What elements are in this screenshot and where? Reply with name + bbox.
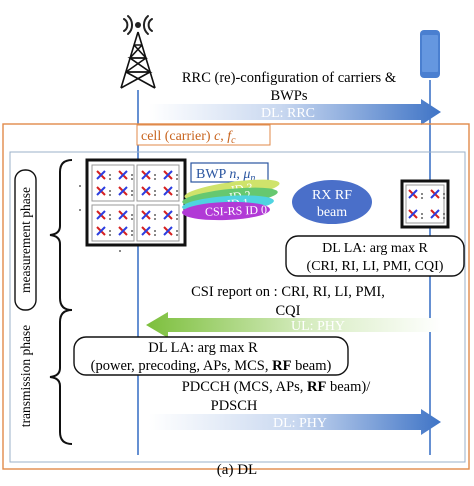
cell-carrier-frame [2, 123, 470, 470]
antenna-element [163, 226, 178, 236]
measurement-brace [49, 159, 73, 311]
antenna-element [141, 170, 156, 180]
cell-label: cell (carrier) c, fc [136, 124, 271, 146]
ue-antenna-element [408, 189, 423, 199]
bwp-label: BWP n, μn [190, 162, 269, 184]
rx-rf-beam-line1: RX RF [312, 188, 352, 203]
antenna-element [96, 210, 111, 220]
ue-antenna-element [430, 209, 445, 219]
dl-phy-arrow: DL: PHY [149, 409, 441, 435]
svg-text:(power, precoding, APs, MCS, R: (power, precoding, APs, MCS, RF beam) [91, 358, 332, 374]
measurement-phase-label: measurement phase [14, 169, 37, 311]
svg-text:PDCCH (MCS, APs, RF beam)/: PDCCH (MCS, APs, RF beam)/ [182, 379, 372, 395]
transmission-phase-label: transmission phase [18, 325, 33, 427]
dl-la-transmission-box: DL LA: arg max R (power, precoding, APs,… [73, 336, 349, 376]
cell-label-f-sub: c [231, 135, 236, 146]
dl-la-1-line2: (CRI, RI, LI, PMI, CQI) [307, 259, 444, 274]
transmission-brace [49, 309, 73, 445]
antenna-element [163, 186, 178, 196]
bwp-label-mu: μ [242, 167, 250, 182]
bwp-label-mu-sub: n [250, 173, 255, 184]
antenna-element [118, 210, 133, 220]
antenna-element [141, 186, 156, 196]
antenna-element [118, 226, 133, 236]
rx-rf-beam: RX RF beam [292, 180, 372, 224]
antenna-element [96, 170, 111, 180]
bs-sub-panel [136, 164, 180, 202]
dl-la-measurement-box: DL LA: arg max R (CRI, RI, LI, PMI, CQI) [285, 235, 465, 277]
cell-label-f: f [227, 129, 233, 144]
base-station-icon [120, 15, 156, 89]
ue-antenna-element [430, 189, 445, 199]
pdcch-line1-c: beam)/ [326, 379, 371, 395]
dl-la-2-line2-a: (power, precoding, APs, MCS, [91, 358, 272, 374]
dl-la-2-line2-rf: RF [272, 358, 291, 374]
dl-la-2-line2-c: beam) [291, 358, 331, 374]
dl-rrc-arrow: DL: RRC [149, 99, 441, 125]
cell-label-sep: , [220, 129, 227, 144]
svg-text:measurement phase: measurement phase [18, 187, 33, 293]
antenna-element [163, 170, 178, 180]
bs-antenna-array [79, 158, 187, 252]
bs-sub-panel [91, 164, 135, 202]
pdcch-line2: PDSCH [211, 398, 258, 414]
antenna-element [163, 210, 178, 220]
cell-label-prefix: cell (carrier) [141, 129, 214, 144]
ue-antenna-element [408, 209, 423, 219]
csi-rs-beam: CSI-RS ID 0 [182, 201, 270, 221]
ul-phy-arrow: UL: PHY [146, 312, 441, 338]
svg-text:cell (carrier) c, fc: cell (carrier) c, fc [141, 129, 236, 146]
antenna-element [141, 226, 156, 236]
figure-caption: (a) DL [217, 462, 257, 478]
cell-label-c: c [214, 129, 221, 144]
bwp-label-n: n [229, 167, 236, 182]
bwp-label-sep: , [236, 167, 243, 182]
dl-la-1-line1: DL LA: arg max R [322, 241, 428, 256]
antenna-element [141, 210, 156, 220]
pdcch-line1-a: PDCCH (MCS, APs, [182, 379, 307, 395]
rx-rf-beam-line2: beam [317, 205, 347, 220]
antenna-element [118, 186, 133, 196]
svg-text:BWP n, μn: BWP n, μn [196, 167, 255, 184]
csi-report-line1: CSI report on : CRI, RI, LI, PMI, [191, 284, 385, 300]
csi-rs-beam-label: CSI-RS ID 0 [205, 203, 267, 219]
ul-phy-label: UL: PHY [291, 319, 345, 334]
rrc-text-line1: RRC (re)-configuration of carriers & [182, 70, 397, 86]
rrc-text-line2: BWPs [270, 88, 307, 104]
bwp-label-prefix: BWP [196, 167, 229, 182]
bs-sub-panel [136, 204, 180, 242]
antenna-element [96, 186, 111, 196]
bs-sub-panel [91, 204, 135, 242]
antenna-element [96, 226, 111, 236]
antenna-element [118, 170, 133, 180]
csi-rs-beams: ID 3ID 2ID 1CSI-RS ID 0 [182, 179, 280, 221]
phone-icon [420, 30, 440, 78]
pdcch-line1-rf: RF [307, 379, 326, 395]
csi-report-line2: CQI [276, 303, 301, 319]
dl-rrc-label: DL: RRC [261, 106, 315, 121]
ue-antenna-array [400, 179, 450, 229]
dl-la-2-line1: DL LA: arg max R [148, 340, 258, 356]
phase-frame [9, 151, 466, 463]
dl-phy-label: DL: PHY [273, 416, 327, 431]
